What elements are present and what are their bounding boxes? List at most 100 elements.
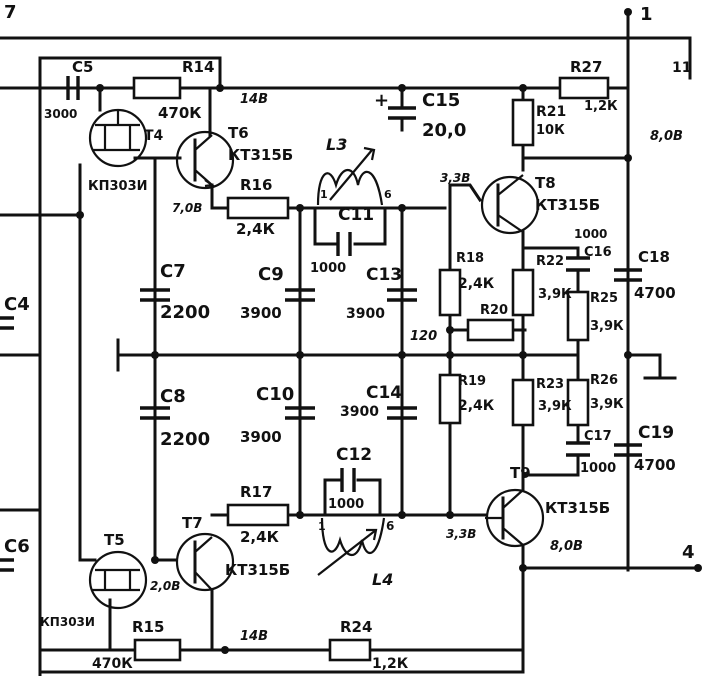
r20-body <box>466 318 515 342</box>
t8-ref: T8 <box>535 174 556 192</box>
t8-symbol <box>480 174 540 235</box>
c15-value: 20,0 <box>422 120 466 141</box>
c18-symbol <box>614 268 642 282</box>
r17-body <box>226 503 290 527</box>
c6-ref: C6 <box>4 536 30 557</box>
r25-value: 3,9К <box>590 319 624 334</box>
r17-value: 2,4К <box>240 528 280 546</box>
c5-ref: C5 <box>72 58 93 76</box>
r24-ref: R24 <box>340 618 372 636</box>
tp-14v-bottom: 14В <box>240 629 268 644</box>
t7-symbol <box>175 532 235 592</box>
inductors <box>316 146 386 576</box>
r14-ref: R14 <box>182 58 214 76</box>
r14-value: 470К <box>158 104 202 122</box>
r19-value: 2,4К <box>458 398 495 414</box>
labels: 7 1 11 4 T4 КП303И T5 КП303И T6 КТ315Б T… <box>4 2 695 672</box>
r18-ref: R18 <box>456 251 484 266</box>
r22-body <box>511 268 535 317</box>
c9-ref: C9 <box>258 264 284 285</box>
frame-top-wire <box>38 56 222 90</box>
t4-ref: T4 <box>144 128 164 144</box>
terminal-4-label: 4 <box>682 542 695 563</box>
c11-ref: C11 <box>338 205 374 225</box>
r15-body <box>133 638 182 662</box>
c7-value: 2200 <box>160 302 210 323</box>
t8-type: КТ315Б <box>535 196 600 214</box>
r23-body <box>511 378 535 427</box>
r19-body <box>438 373 462 425</box>
c7-c8-column-wire <box>153 288 177 562</box>
l4-symbol <box>317 517 386 576</box>
r21-body <box>511 98 535 147</box>
terminal-11-label: 11 <box>672 60 691 76</box>
r18-value: 2,4К <box>458 276 495 292</box>
c8-symbol <box>140 406 170 420</box>
t7-type: КТ315Б <box>225 561 290 579</box>
c16-value: 1000 <box>574 227 607 241</box>
t5-type: КП303И <box>40 615 95 629</box>
c11-symbol <box>336 232 352 256</box>
r25-body <box>566 290 590 342</box>
terminal-1-label: 1 <box>640 4 653 25</box>
t4-type: КП303И <box>88 179 148 194</box>
t8-base-wire <box>448 183 483 203</box>
c14-value: 3900 <box>340 404 379 420</box>
c11-value: 1000 <box>310 261 346 276</box>
c12-value: 1000 <box>328 497 364 512</box>
c11-left-wire <box>313 206 337 246</box>
l4-pin-b: 6 <box>386 519 394 533</box>
l3-ref: L3 <box>326 135 347 154</box>
tp-8v-bottom: 8,0В <box>550 539 583 554</box>
c13-symbol <box>387 288 417 302</box>
r27-value: 1,2К <box>584 99 618 114</box>
c10-value: 3900 <box>240 428 282 446</box>
c5-value: 3000 <box>44 107 77 121</box>
tp-14v-top: 14В <box>240 92 268 107</box>
t9-ref: T9 <box>510 464 531 482</box>
l4-pin-a: 1 <box>318 520 326 533</box>
c12-symbol <box>340 468 356 492</box>
t5-symbol <box>88 550 148 610</box>
c4-symbol <box>0 316 14 330</box>
gate-bias-wire <box>78 163 97 562</box>
t6-symbol <box>175 130 235 190</box>
r26-ref: R26 <box>590 373 618 388</box>
c13-value: 3900 <box>346 306 385 322</box>
t6-type: КТ315Б <box>228 146 293 164</box>
r15-ref: R15 <box>132 618 164 636</box>
r18-body <box>438 268 462 317</box>
c7-symbol <box>140 288 170 302</box>
l3-pin-b: 6 <box>384 188 392 201</box>
c19-ref: C19 <box>638 423 674 443</box>
t4-source-wire <box>133 156 157 292</box>
l4-ref: L4 <box>372 570 393 589</box>
r24-body <box>328 638 372 662</box>
tp-7v: 7,0В <box>172 201 202 215</box>
tp-3-3v-top: 3,3В <box>440 171 470 185</box>
r16-ref: R16 <box>240 176 272 194</box>
c7-ref: C7 <box>160 261 186 282</box>
c18-value: 4700 <box>634 284 676 302</box>
c14-ref: C14 <box>366 383 402 403</box>
r16-body <box>226 196 290 220</box>
r19-ref: R19 <box>458 374 486 389</box>
c4-ref: C4 <box>4 294 30 315</box>
r17-ref: R17 <box>240 483 272 501</box>
c13-ref: C13 <box>366 265 402 285</box>
c16-symbol <box>566 256 590 272</box>
terminal-7-label: 7 <box>4 2 17 23</box>
capacitors <box>0 76 642 572</box>
r23-value: 3,9К <box>538 399 572 414</box>
r25-ref: R25 <box>590 291 618 306</box>
c12-left-wire <box>323 478 342 517</box>
c19-symbol <box>614 443 642 457</box>
r22-value: 3,9К <box>538 287 572 302</box>
c14-symbol <box>387 406 417 420</box>
c16-feed-wire <box>521 246 580 260</box>
c8-value: 2200 <box>160 429 210 450</box>
c17-value: 1000 <box>580 461 616 476</box>
tp-3-3v-bottom: 3,3В <box>446 527 476 541</box>
t7-collector-wire <box>210 588 227 652</box>
